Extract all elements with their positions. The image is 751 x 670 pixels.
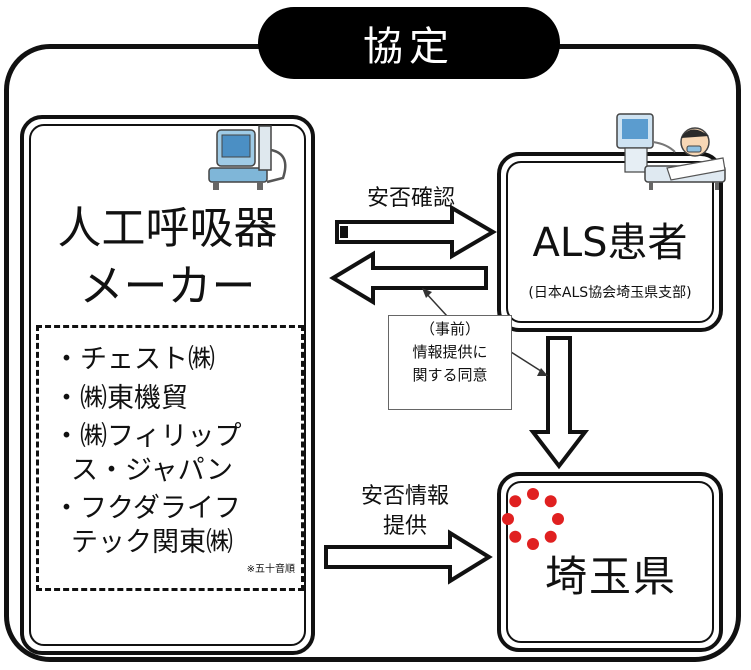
company-item: ・フクダライフ: [53, 493, 241, 524]
company-item: ・㈱フィリップ: [53, 421, 242, 452]
arrow-response: [329, 250, 488, 306]
saitama-emblem-icon: [502, 488, 564, 550]
patient-title: ALS患者: [532, 220, 688, 266]
consent-callout: （事前） 情報提供に 関する同意: [388, 315, 512, 410]
arrow-tail-mark: [340, 226, 348, 238]
maker-title-line1: 人工呼吸器: [57, 203, 278, 254]
company-item: テック関東㈱: [71, 527, 233, 558]
maker-box: [20, 115, 315, 655]
saitama-box: [497, 472, 723, 652]
maker-title-line2: メーカー: [79, 261, 256, 312]
order-note: ※五十音順: [246, 564, 295, 575]
consent-line2: 情報提供に: [412, 343, 488, 361]
safety-info-line1: 安否情報: [360, 484, 449, 509]
maker-title: 人工呼吸器 メーカー: [20, 200, 315, 316]
consent-pointer-right: [510, 351, 545, 374]
consent-line3: 関する同意: [412, 366, 488, 384]
ventilator-icon: [208, 125, 287, 190]
company-list: ・チェスト㈱ ・㈱東機貿 ・㈱フィリップ ス・ジャパン ・フクダライフ テック関…: [36, 325, 304, 591]
arrow-safety-check: [335, 204, 497, 260]
saitama-title: 埼玉県: [545, 552, 678, 601]
arrow-safety-info: [324, 529, 493, 585]
agreement-title: 協定: [258, 7, 560, 79]
patient-subtitle: (日本ALS協会埼玉県支部): [528, 285, 692, 301]
consent-pointer-up: [424, 291, 448, 317]
consent-line1: （事前）: [419, 320, 480, 338]
safety-info-label: 安否情報 提供: [330, 482, 480, 542]
company-item: ス・ジャパン: [71, 455, 233, 486]
company-item: ・㈱東機貿: [53, 383, 188, 414]
arrow-consent: [528, 336, 590, 470]
safety-check-label: 安否確認: [366, 186, 455, 211]
patient-in-bed-icon: [616, 113, 726, 190]
company-item: ・チェスト㈱: [53, 344, 215, 375]
safety-info-line2: 提供: [382, 514, 427, 539]
